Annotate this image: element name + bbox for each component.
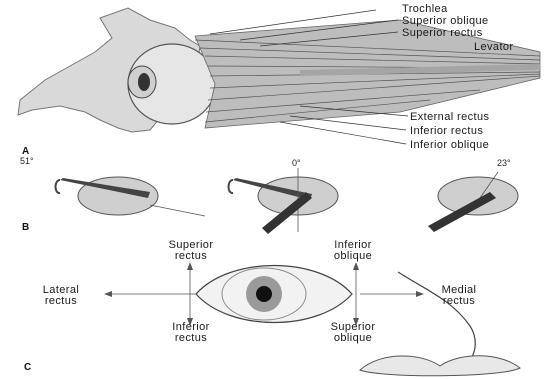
label-inferior-oblique: Inferior oblique: [410, 140, 489, 151]
angle-label-2: 0°: [292, 158, 301, 168]
panel-label-c: C: [24, 362, 31, 373]
angle-label-3: 23°: [497, 158, 511, 168]
label-superior-rectus: Superior rectus: [402, 28, 483, 39]
angle-label-1: 51°: [20, 156, 34, 166]
panel-b-globe-2: [229, 168, 339, 234]
panel-label-b: B: [22, 222, 29, 233]
panel-b-globe-1: [56, 177, 206, 216]
label-levator: Levator: [474, 42, 514, 53]
label-superior-oblique: Superior oblique: [402, 16, 489, 27]
label-external-rectus: External rectus: [410, 112, 489, 123]
panel-c-schematic: [104, 262, 520, 376]
label-inferior-rectus: Inferior rectus: [410, 126, 483, 137]
panel-b-globe-3: [428, 172, 518, 232]
iris: [138, 73, 150, 91]
label-trochlea: Trochlea: [402, 4, 448, 15]
